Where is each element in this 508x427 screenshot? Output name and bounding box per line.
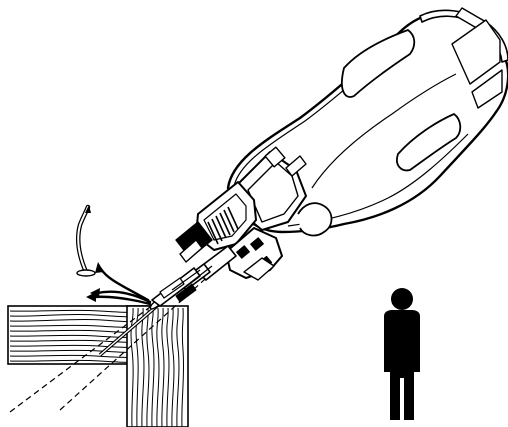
bystander-figure <box>384 288 420 420</box>
bystander-body <box>384 310 420 420</box>
nail-head <box>77 270 95 276</box>
ricochet-arrows <box>94 269 150 304</box>
trigger <box>298 203 332 235</box>
nail-gun <box>152 8 508 306</box>
bystander-head <box>391 288 413 310</box>
ejected-nail <box>77 205 95 276</box>
